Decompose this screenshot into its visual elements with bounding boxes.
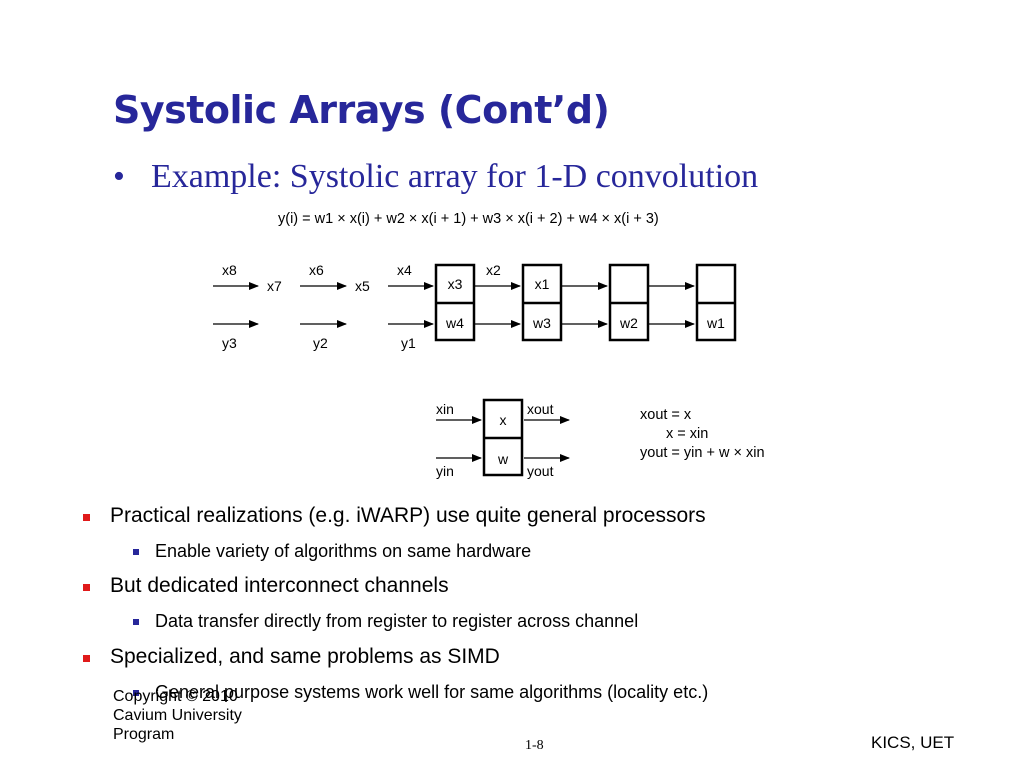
cell-bottom-label: w3: [532, 315, 551, 331]
bottom-label: y2: [313, 335, 328, 351]
footer-line: Copyright © 2010: [113, 688, 238, 705]
sub-bullet-item: Data transfer directly from register to …: [132, 611, 639, 631]
bullet-item: Specialized, and same problems as SIMD: [83, 645, 500, 668]
array-arrows: [213, 282, 695, 328]
cell-bottom-label: w2: [619, 315, 638, 331]
top-label: x6: [309, 262, 324, 278]
mid-label: x7: [267, 278, 282, 294]
yout-label: yout: [527, 463, 554, 479]
sub-bullet-item: General purpose systems work well for sa…: [132, 682, 709, 702]
page-number: 1-8: [525, 738, 544, 753]
cell-top-label: x1: [535, 276, 550, 292]
cell-bottom-label: w4: [445, 315, 464, 331]
cell-detail-bottom: w: [497, 451, 509, 467]
subheading-bullet: •: [113, 158, 125, 195]
sub-bullet-item: Enable variety of algorithms on same har…: [132, 541, 532, 561]
yin-label: yin: [436, 463, 454, 479]
equation-line: yout = yin + w × xin: [640, 445, 765, 461]
mid-label: x5: [355, 278, 370, 294]
bullet-item: Practical realizations (e.g. iWARP) use …: [83, 504, 706, 527]
convolution-formula: y(i) = w1 × x(i) + w2 × x(i + 1) + w3 × …: [278, 211, 659, 227]
bullet-item: But dedicated interconnect channels: [83, 574, 449, 597]
footer-line: Cavium University: [113, 707, 242, 724]
footer-org: KICS, UET: [871, 733, 955, 752]
equation-line: x = xin: [666, 426, 709, 442]
equation-line: xout = x: [640, 407, 692, 423]
cell-top-label: x3: [448, 276, 463, 292]
slide-subheading: • Example: Systolic array for 1-D convolu…: [113, 158, 758, 196]
cell-bottom-label: w1: [706, 315, 725, 331]
cell-detail-box: [482, 398, 524, 477]
footer-line: Program: [113, 726, 175, 743]
bottom-label: y1: [401, 335, 416, 351]
cell-equations: xout = x x = xin yout = yin + w × xin: [640, 406, 765, 463]
subheading-text: Example: Systolic array for 1-D convolut…: [151, 158, 759, 195]
xout-label: xout: [527, 401, 554, 417]
top-label: x8: [222, 262, 237, 278]
cell-detail-arrows: [436, 416, 570, 462]
slide-title: Systolic Arrays (Cont’d): [113, 88, 610, 132]
array-cells: [434, 263, 737, 342]
cell-detail-top: x: [500, 412, 507, 428]
top-label: x2: [486, 262, 501, 278]
bottom-label: y3: [222, 335, 237, 351]
top-label: x4: [397, 262, 412, 278]
xin-label: xin: [436, 401, 454, 417]
footer-copyright: Copyright © 2010 Cavium University Progr…: [113, 687, 242, 744]
